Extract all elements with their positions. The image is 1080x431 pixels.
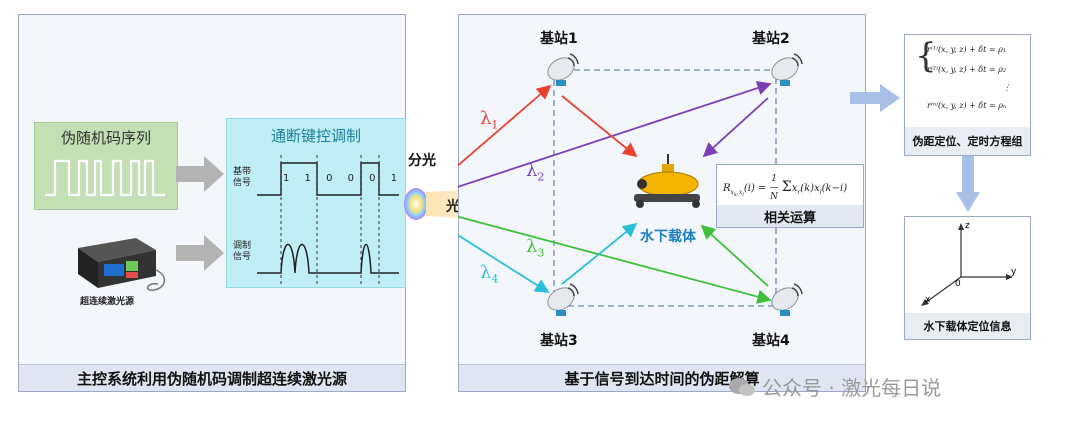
underwater-vehicle-image bbox=[634, 154, 700, 208]
left-panel-caption: 主控系统利用伪随机码调制超连续激光源 bbox=[19, 364, 405, 391]
arrow-pn-to-modulation bbox=[176, 156, 224, 192]
watermark: 公众号 · 激光每日说 bbox=[728, 372, 941, 401]
lambda3-beam bbox=[458, 215, 772, 304]
flow-arrow-right bbox=[850, 84, 900, 112]
watermark-text: 公众号 · 激光每日说 bbox=[762, 376, 942, 400]
station-1-label: 基站1 bbox=[540, 31, 578, 47]
pn-sequence-box: 伪随机码序列 bbox=[34, 122, 178, 210]
lambda1-label: λ1 bbox=[480, 108, 499, 132]
pn-waveform bbox=[45, 159, 165, 197]
station-2-antenna-icon bbox=[771, 53, 803, 86]
axis-origin-label: 0 bbox=[955, 279, 961, 289]
right-panel-caption: 基于信号到达时间的伪距解算 bbox=[459, 364, 865, 391]
modulation-box: 通断键控调制 基带 信号 调制 信号 1 1 0 0 0 1 bbox=[226, 118, 406, 288]
wechat-icon bbox=[729, 377, 755, 396]
lambda3-label: λ3 bbox=[526, 236, 545, 260]
station-1-antenna-icon bbox=[547, 53, 579, 86]
position-caption: 水下载体定位信息 bbox=[905, 313, 1030, 339]
equation-line-n: r⁽ⁿ⁾(x, y, z) + δt = ρₙ bbox=[927, 101, 1007, 110]
station1-to-vehicle bbox=[561, 95, 638, 158]
modulated-label: 调制 信号 bbox=[233, 241, 252, 262]
station-3-label: 基站3 bbox=[540, 333, 578, 349]
flow-arrow-down bbox=[956, 156, 980, 212]
laser-source-label: 超连续激光源 bbox=[80, 297, 135, 307]
split-label: 分光 bbox=[408, 153, 436, 169]
axis-y-label: y bbox=[1011, 267, 1017, 277]
equations-caption: 伪距定位、定时方程组 bbox=[905, 127, 1030, 155]
station-3-antenna-icon bbox=[547, 283, 579, 316]
equation-line-1: r⁽¹⁾(x, y, z) + δt = ρ₁ bbox=[927, 45, 1007, 54]
axis-x-label: x bbox=[925, 295, 931, 305]
lambda2-label: λ2 bbox=[526, 160, 545, 184]
position-box: z y x 0 水下载体定位信息 bbox=[904, 216, 1031, 340]
modulation-title: 通断键控调制 bbox=[270, 127, 361, 145]
station2-to-vehicle bbox=[702, 97, 769, 158]
axis-z-label: z bbox=[965, 221, 970, 231]
bit-sequence: 1 1 0 0 0 1 bbox=[283, 173, 404, 184]
position-axes bbox=[921, 223, 1013, 306]
station4-to-vehicle bbox=[700, 224, 769, 287]
lambda4-beam bbox=[458, 234, 550, 293]
station3-to-vehicle bbox=[561, 222, 638, 285]
lambda1-beam bbox=[458, 84, 552, 167]
equations-box: { r⁽¹⁾(x, y, z) + δt = ρ₁ r⁽²⁾(x, y, z) … bbox=[904, 34, 1031, 156]
lambda2-beam bbox=[458, 81, 772, 188]
equation-line-2: r⁽²⁾(x, y, z) + δt = ρ₂ bbox=[927, 65, 1007, 74]
lambda4-label: λ4 bbox=[480, 262, 499, 286]
station-4-antenna-icon bbox=[771, 283, 803, 316]
correlation-formula: Rxk,xl(i) = 1—N Σxr(k)xl(k−i) bbox=[723, 174, 848, 202]
beam-splitter-icon bbox=[404, 188, 428, 220]
equation-line-dots: ⋮ bbox=[1003, 83, 1011, 92]
station-4-label: 基站4 bbox=[752, 333, 790, 349]
equations-brace: { bbox=[915, 36, 937, 76]
baseband-label: 基带 信号 bbox=[233, 167, 252, 188]
correlation-caption: 相关运算 bbox=[717, 205, 863, 227]
pn-sequence-title: 伪随机码序列 bbox=[60, 129, 151, 147]
modulation-waveforms bbox=[257, 155, 399, 287]
correlation-box: Rxk,xl(i) = 1—N Σxr(k)xl(k−i) 相关运算 bbox=[716, 164, 864, 228]
vehicle-label: 水下载体 bbox=[640, 229, 696, 245]
station-2-label: 基站2 bbox=[752, 31, 790, 47]
arrow-laser-to-modulation bbox=[176, 235, 224, 270]
input-arrows bbox=[176, 156, 224, 270]
laser-source-image bbox=[78, 238, 166, 291]
